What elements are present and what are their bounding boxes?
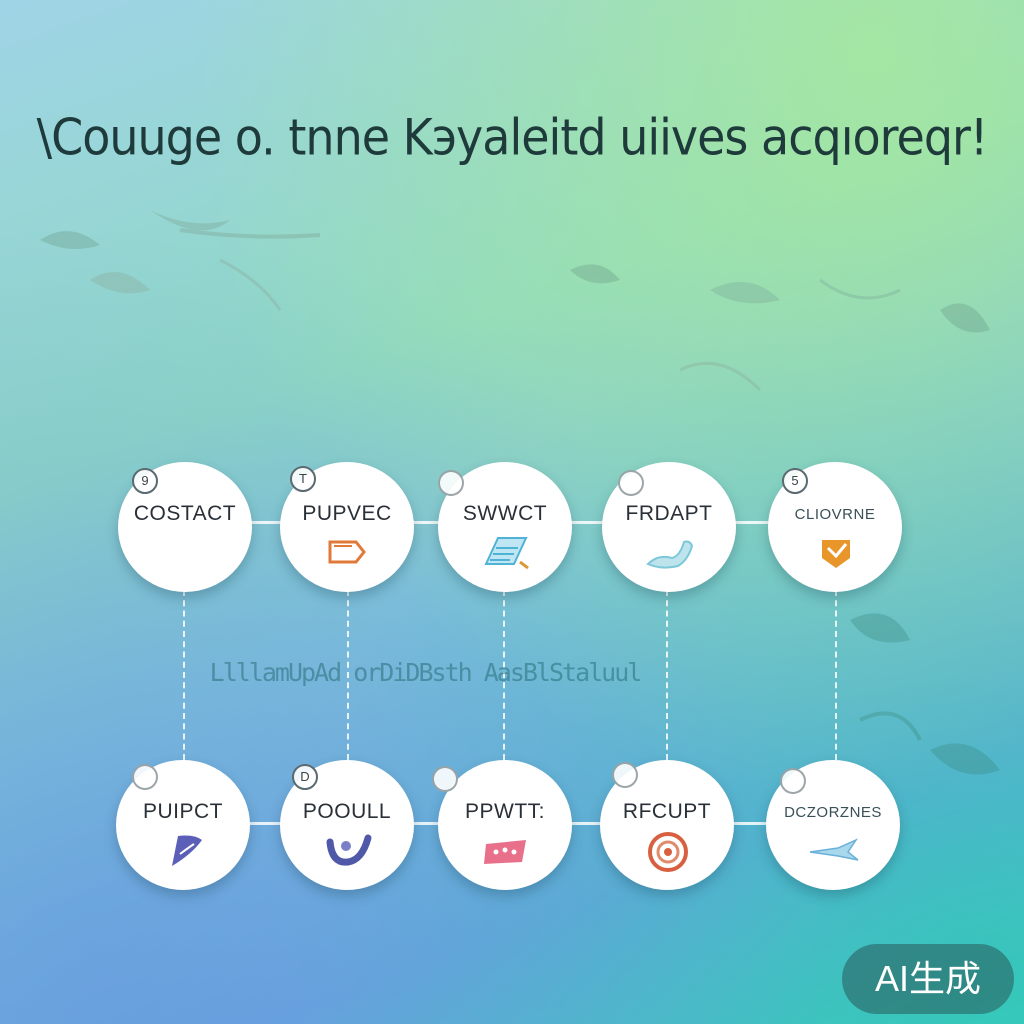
- document-icon: [484, 537, 529, 570]
- node-label: COSTACT: [133, 502, 237, 525]
- node-label: DCZORZNES: [784, 804, 882, 821]
- node-label: FRDAPT: [625, 502, 713, 525]
- node-badge: [618, 470, 644, 496]
- node-badge: 5: [782, 468, 808, 494]
- node-swwct[interactable]: SWWCT: [438, 462, 572, 592]
- leaf-decoration-left: [40, 210, 321, 311]
- node-badge: [438, 470, 464, 496]
- connector-col-3: [503, 590, 505, 760]
- node-badge: D: [292, 764, 318, 790]
- node-badge: [132, 764, 158, 790]
- folder-arrow-icon: [328, 540, 366, 564]
- node-label: CLIOVRNE: [794, 506, 876, 523]
- node-badge: T: [290, 466, 316, 492]
- node-label: POOULL: [302, 800, 392, 823]
- card-icon: [484, 840, 526, 864]
- node-label: PUPVEC: [302, 502, 392, 525]
- node-puipct[interactable]: PUIPCT: [116, 760, 250, 890]
- node-label: PPWTT:: [465, 800, 545, 823]
- node-dczorznes[interactable]: DCZORZNES: [766, 760, 900, 890]
- target-icon: [648, 832, 688, 872]
- leaf-decoration-lower-right: [850, 613, 1000, 775]
- node-badge: 9: [132, 468, 158, 494]
- node-label: RFCUPT: [622, 800, 712, 823]
- middle-caption: LlllamUpAd orDiDBsth AasBlStaluul: [209, 658, 643, 687]
- wave-icon: [326, 834, 372, 866]
- boot-icon: [646, 540, 694, 569]
- shield-icon: [172, 835, 202, 866]
- connector-col-4: [666, 590, 668, 760]
- plane-icon: [809, 838, 859, 861]
- ai-generated-badge: AI生成: [842, 944, 1014, 1014]
- node-label: PUIPCT: [142, 800, 223, 823]
- connector-col-2: [347, 590, 349, 760]
- connector-col-5: [835, 590, 837, 760]
- leaf-decoration-right: [570, 264, 990, 392]
- chevron-badge-icon: [822, 540, 850, 568]
- node-badge: [780, 768, 806, 794]
- node-ppwtt[interactable]: PPWTT:: [438, 760, 572, 890]
- node-badge: [432, 766, 458, 792]
- node-label: SWWCT: [462, 502, 548, 525]
- connector-col-1: [183, 590, 185, 760]
- diagram-title: \Couuge o. tnne Kэyaleitd uiives acqıore…: [36, 107, 989, 167]
- node-badge: [612, 762, 638, 788]
